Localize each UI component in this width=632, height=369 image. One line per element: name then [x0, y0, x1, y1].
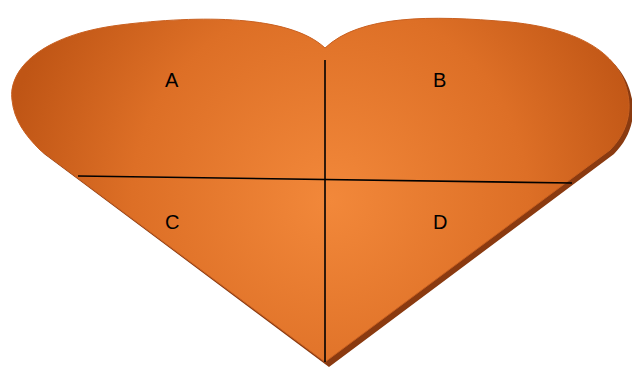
divider-line [324, 60, 326, 362]
region-label: D [433, 212, 447, 232]
region-label: C [165, 212, 179, 232]
divider-line [78, 176, 572, 183]
heart-shape [12, 18, 629, 362]
region-label: B [433, 70, 446, 90]
region-label: A [165, 70, 178, 90]
